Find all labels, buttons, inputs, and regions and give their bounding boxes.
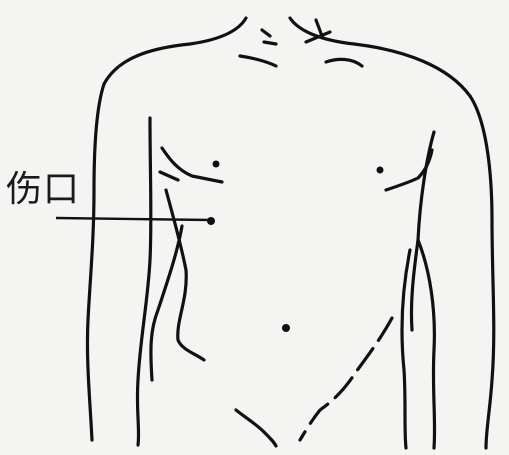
right-arm-inner-detail [402, 250, 410, 448]
left-neck-shoulder-line [104, 18, 246, 84]
wound-dot [207, 217, 215, 225]
navel-dot [282, 324, 290, 332]
left-torso-side [166, 190, 204, 360]
right-neck-shoulder-line [290, 18, 470, 96]
left-inner-arm [137, 118, 150, 445]
right-hip-dashed [300, 318, 392, 440]
left-arm-inner-detail [151, 226, 182, 380]
right-pec-line [386, 150, 432, 190]
right-nipple-dot [377, 167, 384, 174]
right-torso-side [411, 132, 434, 330]
wound-pointer-line [56, 218, 210, 220]
right-inner-arm [418, 240, 435, 448]
left-nipple-dot [213, 161, 220, 168]
right-outer-arm [470, 96, 494, 448]
clavicle-right [326, 59, 362, 66]
left-outer-arm [87, 84, 104, 440]
clavicle-left [240, 56, 276, 66]
wound-label: 伤口 [6, 170, 80, 210]
collar-mark-left [262, 30, 276, 44]
left-pec-tick [160, 172, 178, 180]
left-groin-line [236, 410, 276, 446]
